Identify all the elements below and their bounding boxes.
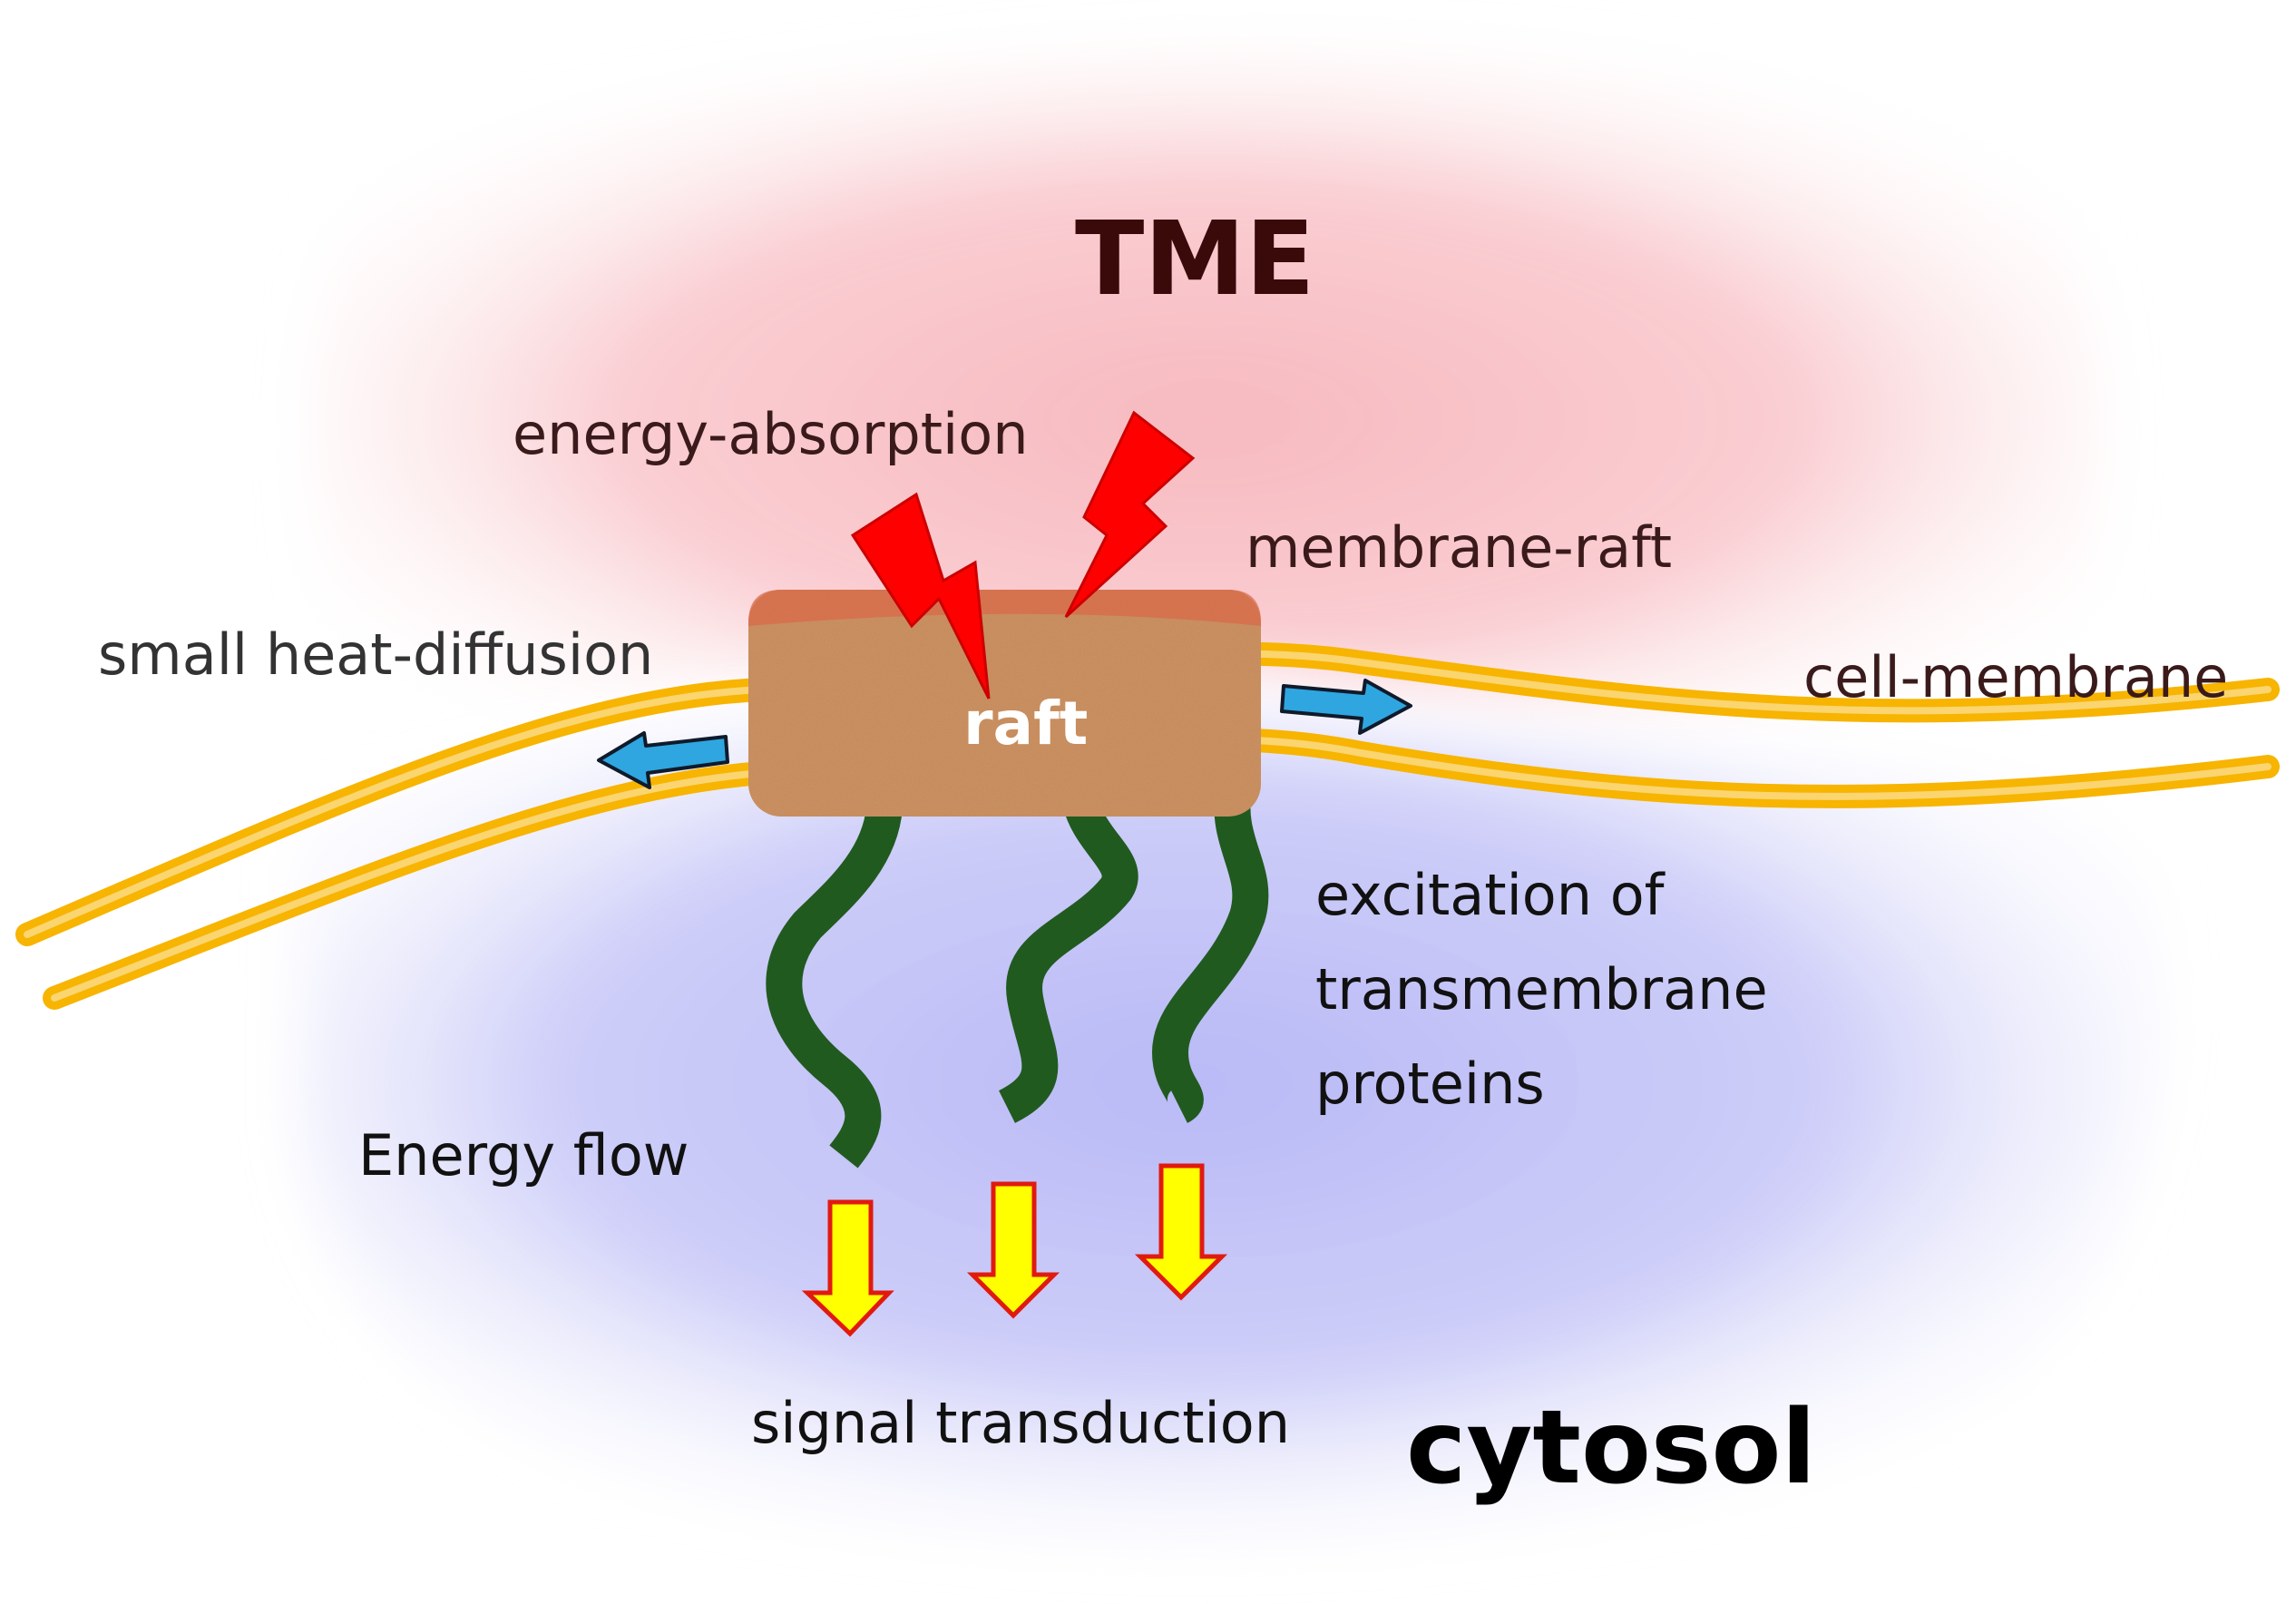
protein-strand-left <box>766 805 903 1169</box>
raft-label: raft <box>963 689 1089 758</box>
cytosol-region <box>299 703 2162 1547</box>
tme-label: TME <box>1075 200 1315 318</box>
energy-flow-label: Energy flow <box>358 1122 689 1188</box>
membrane-raft-label: membrane-raft <box>1246 514 1673 581</box>
cell-membrane-label: cell-membrane <box>1803 644 2229 710</box>
transmembrane-proteins <box>766 786 1269 1169</box>
heat-arrow-right <box>1280 679 1412 735</box>
heat-diffusion-arrows <box>597 679 1412 789</box>
energy-absorption-lightning <box>850 410 1196 699</box>
cytosol-label: cytosol <box>1406 1389 1816 1507</box>
signal-transduction-label: signal transduction <box>751 1390 1290 1456</box>
energy-absorption-label: energy-absorption <box>513 401 1029 467</box>
lightning-bolt-left <box>850 492 991 699</box>
protein-strand-right <box>1151 786 1269 1123</box>
small-heat-diffusion-label: small heat-diffusion <box>98 621 654 688</box>
signal-arrow-right <box>1134 1163 1228 1301</box>
lightning-bolt-right <box>1064 410 1196 619</box>
signal-arrows <box>801 1163 1228 1337</box>
excitation-label: excitation of transmembrane proteins <box>1315 862 1768 1117</box>
signal-arrow-middle <box>966 1181 1060 1319</box>
signal-arrow-left <box>801 1199 894 1337</box>
tme-region <box>311 48 2105 762</box>
heat-arrow-left <box>597 731 729 789</box>
protein-strand-middle <box>998 793 1138 1123</box>
membrane-raft <box>748 590 1261 817</box>
